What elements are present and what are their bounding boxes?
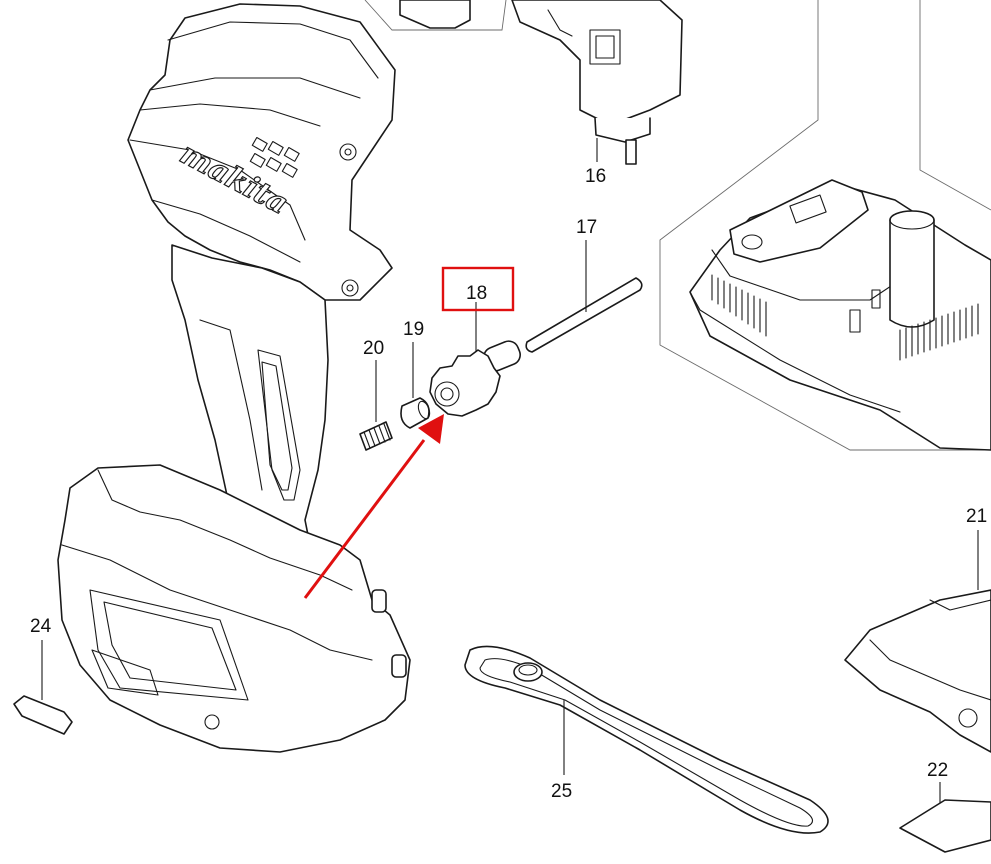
part-20-spring: 20 [359,338,393,451]
part-19-sleeve: 19 [400,319,431,429]
callout-17: 17 [576,217,597,238]
part-18-highlight-box [441,266,515,312]
part-17-pin: 17 [525,217,643,353]
callout-24: 24 [30,616,52,637]
callout-20: 20 [363,338,384,359]
pointer-arrow [303,414,444,599]
part-24-cap: 24 [13,616,73,735]
callout-16: 16 [585,166,606,187]
subassembly-outlines [364,0,991,451]
part-22-label: 22 [899,760,991,853]
housing-assembly: makita [57,3,411,753]
callout-18: 18 [466,283,487,304]
part-16-switch: 16 [399,0,683,187]
callout-22: 22 [927,760,948,781]
part-21-terminal-plate: 21 [844,506,991,753]
vent-grid [249,136,300,178]
callout-25: 25 [551,781,572,802]
callout-19: 19 [403,319,424,340]
part-25-strap: 25 [464,645,829,834]
part-18-gear-knob: 18 [429,266,521,417]
callout-21: 21 [966,506,987,527]
controller-board [689,179,991,451]
